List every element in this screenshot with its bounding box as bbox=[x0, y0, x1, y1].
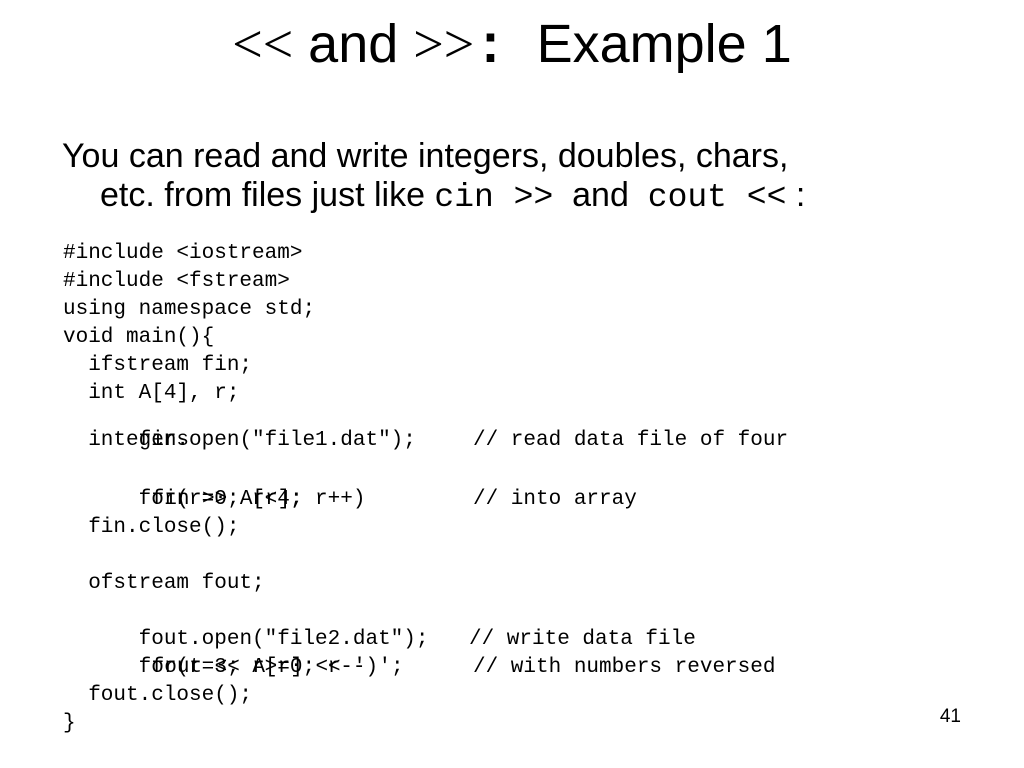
bullet-line-2: etc. from files just like cin >> and cou… bbox=[62, 176, 992, 217]
code-block: #include <iostream> #include <fstream> u… bbox=[63, 240, 963, 738]
bullet-text-and: and bbox=[553, 176, 648, 214]
bullet-text-tail: : bbox=[786, 176, 806, 214]
slide-title: << and >>: Example 1 bbox=[0, 12, 1024, 81]
title-and-text: and bbox=[293, 14, 414, 74]
inline-code-cout: cout << bbox=[647, 179, 787, 216]
bullet-line-1: You can read and write integers, doubles… bbox=[62, 137, 789, 175]
code-statement: for(r=0; r<4; r++) bbox=[113, 488, 366, 511]
code-line: } bbox=[63, 712, 76, 735]
bullet-paragraph: You can read and write integers, doubles… bbox=[62, 137, 992, 217]
code-comment: // write data file bbox=[469, 628, 696, 651]
inline-code-cin: cin >> bbox=[434, 179, 554, 216]
code-line: fin >> A[r]; bbox=[76, 488, 303, 511]
code-line: #include <fstream> bbox=[63, 270, 290, 293]
code-line: void main(){ bbox=[63, 326, 215, 349]
code-line-blank bbox=[63, 542, 963, 570]
code-line-with-comment: for(r=3; r>=0; r--) // with numbers rever… bbox=[63, 626, 963, 679]
code-comment: // into array bbox=[473, 488, 637, 511]
title-extraction-operator: >> bbox=[413, 14, 475, 74]
code-statement: fin.open("file1.dat"); bbox=[113, 429, 416, 452]
title-colon: : bbox=[474, 18, 507, 79]
code-line: integers bbox=[63, 429, 190, 452]
code-line: fout.close(); bbox=[63, 684, 253, 707]
code-line: using namespace std; bbox=[63, 298, 316, 321]
title-insertion-operator: << bbox=[232, 14, 294, 74]
bullet-text-prefix: etc. from files just like bbox=[100, 176, 435, 214]
code-comment: // with numbers reversed bbox=[473, 656, 776, 679]
page-number: 41 bbox=[939, 706, 961, 727]
code-line-with-comment: fout.open("file2.dat"); // write data fil… bbox=[63, 598, 963, 651]
code-line: ofstream fout; bbox=[63, 572, 265, 595]
code-line: ifstream fin; bbox=[63, 354, 253, 377]
code-line: fout << A[r] << ' '; bbox=[76, 656, 404, 679]
code-line: #include <iostream> bbox=[63, 242, 303, 265]
code-line: int A[4], r; bbox=[63, 382, 240, 405]
code-line-with-comment: for(r=0; r<4; r++) // into array bbox=[63, 458, 963, 511]
code-line: fin.close(); bbox=[63, 516, 240, 539]
code-line-with-comment: fin.open("file1.dat"); // read data file … bbox=[63, 408, 963, 452]
code-statement: fout.open("file2.dat"); bbox=[113, 628, 429, 651]
title-example-text: Example 1 bbox=[506, 14, 792, 74]
code-statement: for(r=3; r>=0; r--) bbox=[113, 656, 379, 679]
code-comment: // read data file of four bbox=[473, 429, 789, 452]
